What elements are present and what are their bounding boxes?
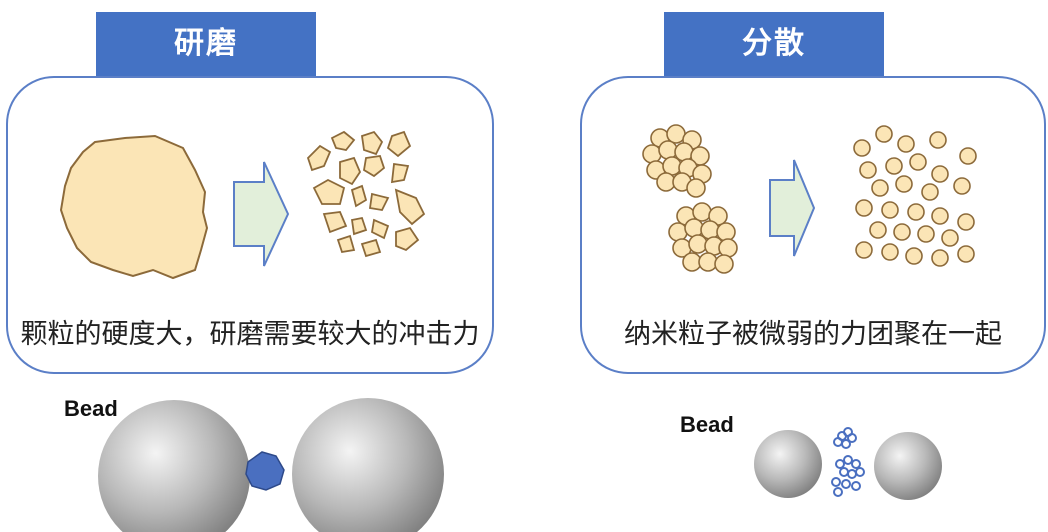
bead-sphere-right	[874, 432, 942, 500]
process-arrow	[233, 161, 290, 267]
agglomerated-particles	[642, 124, 738, 274]
large-particle	[59, 134, 209, 280]
bead-sphere-left	[98, 400, 250, 532]
dispersed-particles	[853, 125, 977, 267]
crushed-particle	[245, 451, 285, 491]
grinding-caption: 颗粒的硬度大，研磨需要较大的冲击力	[20, 319, 480, 350]
bead-sphere-left	[754, 430, 822, 498]
grinding-bead-label: Bead	[64, 396, 118, 421]
dispersion-beads	[754, 427, 942, 500]
dispersion-bead-label: Bead	[680, 412, 734, 437]
grinding-title: 研磨	[96, 12, 316, 76]
dispersion-title: 分散	[664, 12, 884, 76]
process-arrow-right	[769, 159, 816, 257]
ground-fragments	[306, 130, 426, 258]
dispersion-caption: 纳米粒子被微弱的力团聚在一起	[624, 319, 1002, 350]
bead-sphere-right	[292, 398, 444, 532]
small-particle-cluster	[831, 427, 865, 497]
grinding-beads	[98, 398, 444, 532]
